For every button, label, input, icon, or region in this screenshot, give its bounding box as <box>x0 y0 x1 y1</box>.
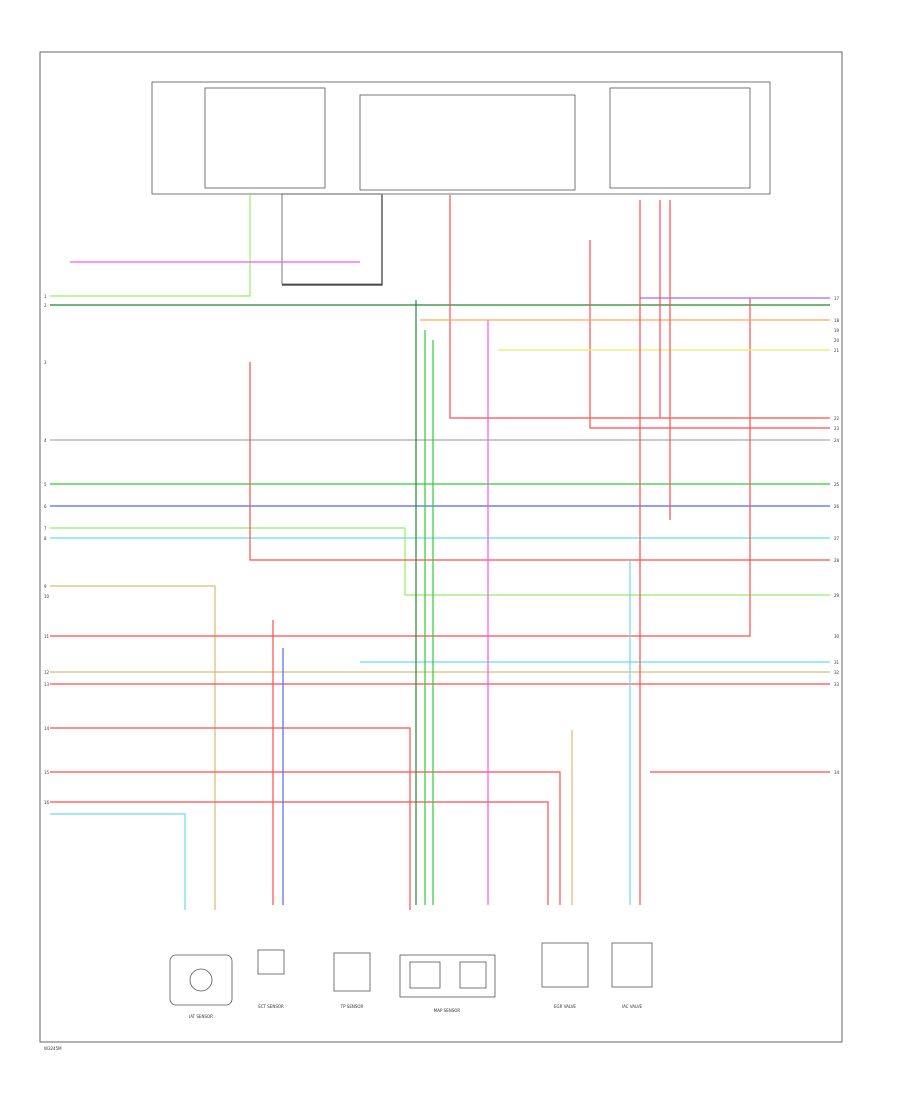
right-pin-label: 34 <box>834 770 840 775</box>
wire-4 <box>282 195 383 286</box>
left-pin-label: 11 <box>44 634 50 639</box>
right-pin-label: 22 <box>834 416 840 421</box>
tp-sensor-symbol: TP SENSOR <box>333 952 371 1009</box>
right-pin-label: 17 <box>834 296 840 301</box>
right-pin-label: 31 <box>834 660 840 665</box>
left-pin-label: 14 <box>44 726 50 731</box>
tp-sensor-label: TP SENSOR <box>340 1004 364 1009</box>
left-pin-label: 9 <box>44 584 47 589</box>
wire-22 <box>50 813 186 910</box>
wire-12 <box>249 362 830 561</box>
left-pin-label: 5 <box>44 482 47 487</box>
wire-5 <box>449 195 830 419</box>
wire-1 <box>50 195 251 297</box>
right-pin-label: 24 <box>834 438 840 443</box>
wire-10 <box>50 527 830 596</box>
right-pin-label: 29 <box>834 593 840 598</box>
map-sensor-label: MAP SENSOR <box>434 1008 461 1013</box>
wire-18 <box>50 727 411 910</box>
diagram-frame <box>39 51 843 1043</box>
egr-valve-label: EGR VALVE <box>554 1004 576 1009</box>
left-pin-label: 3 <box>44 360 47 365</box>
wire-13 <box>50 585 216 910</box>
right-pin-label: 30 <box>834 634 840 639</box>
right-pin-label: 18 <box>834 318 840 323</box>
fuse-relay-block <box>151 81 771 285</box>
left-pin-label: 15 <box>44 770 50 775</box>
left-pin-label: 2 <box>44 303 47 308</box>
right-pin-label: 20 <box>834 338 840 343</box>
right-pin-label: 33 <box>834 682 840 687</box>
wire-14 <box>50 298 751 637</box>
wire-21 <box>50 801 549 905</box>
iac-valve-symbol: IAC VALVE <box>611 942 653 1009</box>
left-pin-label: 4 <box>44 438 47 443</box>
right-pin-label: 21 <box>834 348 840 353</box>
right-pin-labels: 17 18 19 20 21 22 23 24 25 26 27 28 29 30 31 32 33 34 <box>834 296 840 775</box>
left-pin-label: 12 <box>44 670 50 675</box>
component-row: IAT SENSOR ECT SENSOR TP SENSOR MAP SENS… <box>169 942 653 1019</box>
left-pin-label: 1 <box>44 294 47 299</box>
map-sensor-symbol: MAP SENSOR <box>399 954 496 1013</box>
right-pin-label: 25 <box>834 482 840 487</box>
left-pin-label: 10 <box>44 594 50 599</box>
left-pin-label: 7 <box>44 526 47 531</box>
right-pin-label: 23 <box>834 426 840 431</box>
egr-valve-symbol: EGR VALVE <box>541 942 589 1009</box>
right-pin-label: 26 <box>834 504 840 509</box>
wire-19 <box>50 771 561 905</box>
left-pin-label: 13 <box>44 682 50 687</box>
iat-sensor-label: IAT SENSOR <box>189 1014 213 1019</box>
left-pin-label: 6 <box>44 504 47 509</box>
right-pin-label: 19 <box>834 328 840 333</box>
wire-6 <box>589 240 830 429</box>
left-pin-label: 8 <box>44 536 47 541</box>
iac-valve-label: IAC VALVE <box>622 1004 643 1009</box>
iat-sensor-symbol: IAT SENSOR <box>169 954 233 1019</box>
left-pin-label: 16 <box>44 800 50 805</box>
right-pin-label: 28 <box>834 558 840 563</box>
ect-sensor-symbol: ECT SENSOR <box>257 949 285 1009</box>
right-pin-label: 32 <box>834 670 840 675</box>
right-pin-label: 27 <box>834 536 840 541</box>
figure-id: W3245M <box>44 1046 62 1051</box>
wire-layer <box>50 195 830 910</box>
ect-sensor-label: ECT SENSOR <box>258 1004 284 1009</box>
